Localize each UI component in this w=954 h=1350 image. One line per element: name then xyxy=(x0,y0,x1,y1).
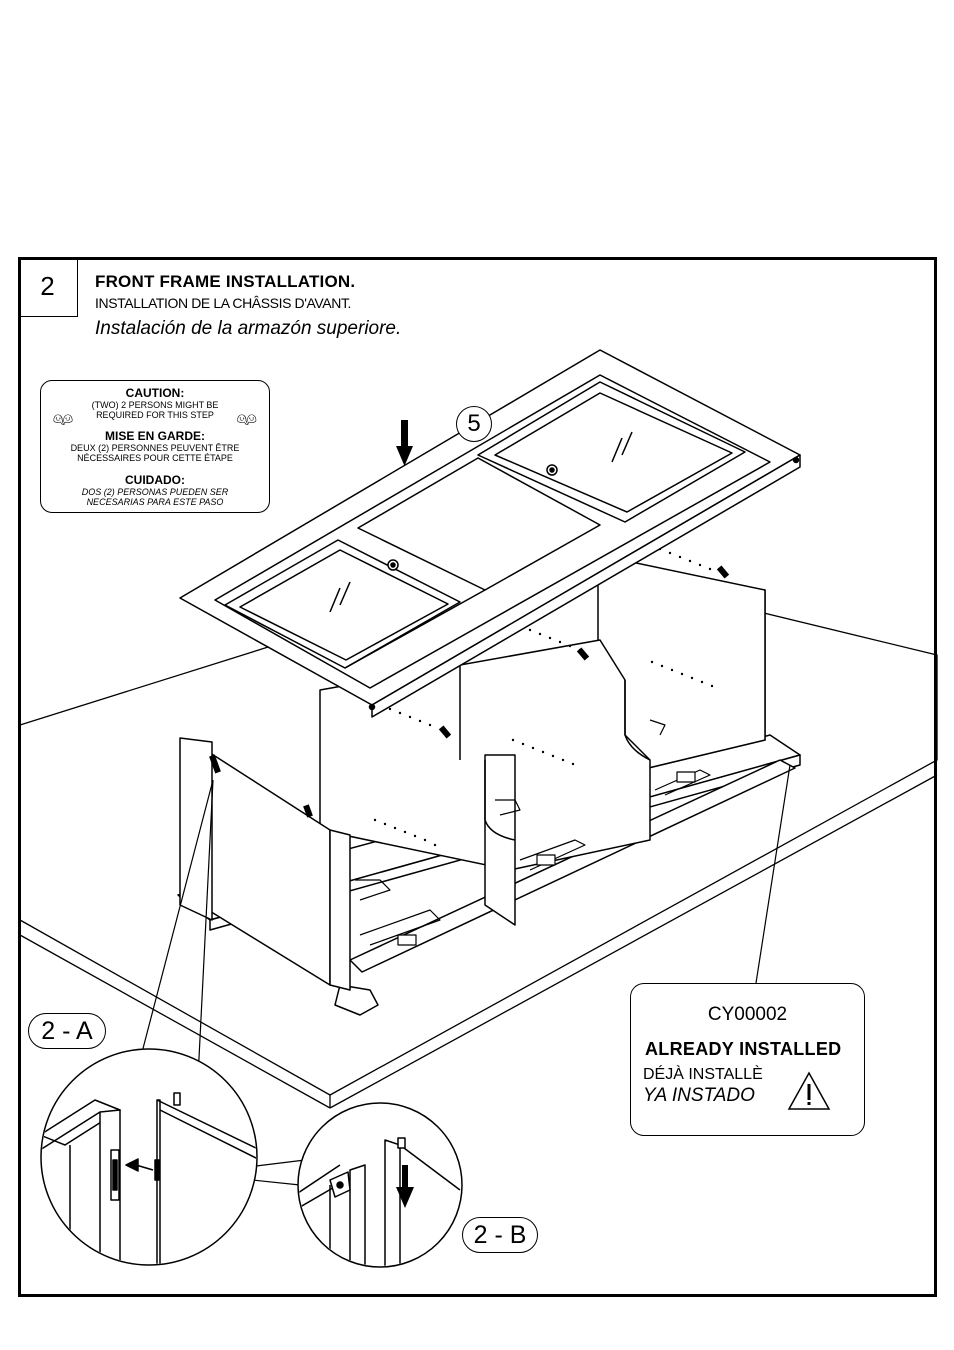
already-installed-box: CY00002 ALREADY INSTALLED DÉJÀ INSTALLÈ … xyxy=(630,983,865,1136)
caution-heading-fr: MISE EN GARDE: xyxy=(104,429,205,443)
already-installed-es: YA INSTADO xyxy=(643,1085,755,1106)
detail-circle-a xyxy=(40,1048,258,1266)
caution-text-fr-1: DEUX (2) PERSONNES PEUVENT ÊTRE xyxy=(70,443,240,453)
part-code: CY00002 xyxy=(707,1004,788,1025)
already-installed-en: ALREADY INSTALLED xyxy=(645,1039,842,1059)
two-persons-icon: 👫︎ xyxy=(53,411,74,428)
down-arrow-icon xyxy=(396,420,413,466)
front-frame-part-5 xyxy=(179,349,801,718)
caution-text-es-1: DOS (2) PERSONAS PUEDEN SER xyxy=(81,487,229,497)
caution-text-en-1: (TWO) 2 PERSONS MIGHT BE xyxy=(91,400,219,410)
caution-box: CAUTION: (TWO) 2 PERSONS MIGHT BE REQUIR… xyxy=(40,380,270,513)
title-english: FRONT FRAME INSTALLATION. xyxy=(95,272,356,291)
detail-label-b: 2 - B xyxy=(462,1217,538,1253)
caution-text-es-2: NECESARIAS PARA ESTE PASO xyxy=(86,497,224,507)
center-divider xyxy=(484,754,516,926)
caution-text-fr-2: NÉCESSAIRES POUR CETTE ÉTAPE xyxy=(77,453,233,463)
part-number-callout: 5 xyxy=(456,406,492,442)
step-number: 2 xyxy=(18,257,78,317)
detail-label-a: 2 - A xyxy=(28,1013,106,1049)
detail-circle-b xyxy=(297,1102,463,1268)
caution-heading-es: CUIDADO: xyxy=(125,473,185,487)
title-spanish: Instalación de la armazón superiore. xyxy=(95,318,402,339)
two-persons-icon: 👫︎ xyxy=(236,411,257,428)
already-installed-fr: DÉJÀ INSTALLÈ xyxy=(643,1066,763,1083)
caution-heading-en: CAUTION: xyxy=(125,386,185,400)
title-french: INSTALLATION DE LA CHÂSSIS D'AVANT. xyxy=(95,295,352,311)
caution-text-en-2: REQUIRED FOR THIS STEP xyxy=(96,410,214,420)
warning-triangle-icon xyxy=(787,1071,831,1110)
